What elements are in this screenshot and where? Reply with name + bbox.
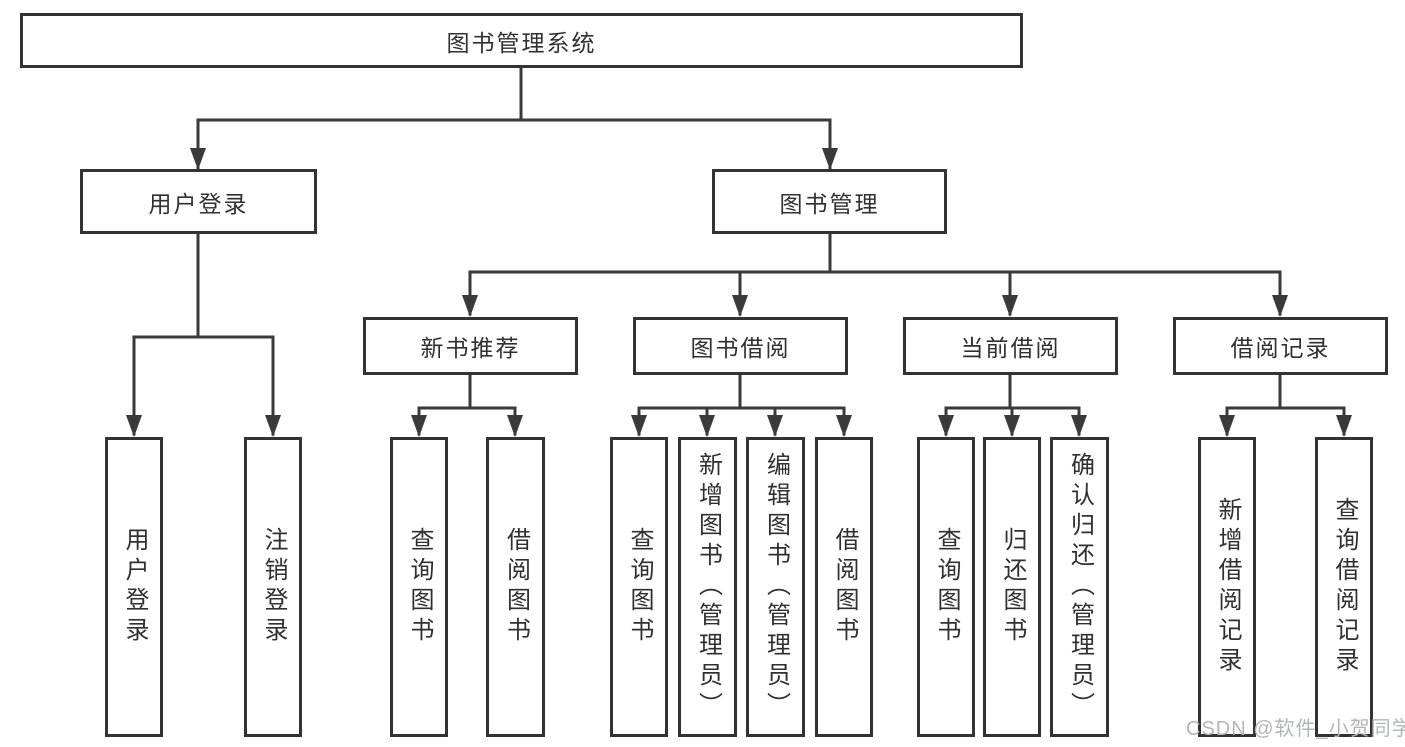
node-label: 确认归还（管理员） [1066,452,1094,722]
leaf-return-books: 归还图书 [983,437,1041,737]
leaf-borrow-books-1: 借阅图书 [486,437,545,737]
leaf-user-login: 用户登录 [105,437,163,737]
node-label: 借阅图书 [831,527,858,647]
leaf-logout: 注销登录 [244,437,302,737]
node-label: 借阅记录 [1230,335,1331,361]
node-user-login: 用户登录 [80,169,317,234]
node-borrow-records: 借阅记录 [1173,317,1388,375]
node-label: 新增图书（管理员） [694,452,722,722]
node-label: 新书推荐 [420,335,521,361]
node-label: 用户登录 [148,190,249,217]
node-label: 借阅图书 [502,527,530,647]
node-root: 图书管理系统 [20,13,1023,68]
node-label: 图书管理系统 [446,29,597,56]
node-current-borrow: 当前借阅 [903,317,1118,375]
node-label: 新增借阅记录 [1214,497,1241,677]
leaf-edit-book-admin: 编辑图书（管理员） [746,437,805,737]
node-label: 查询图书 [406,527,433,647]
node-label: 注销登录 [260,527,287,647]
node-label: 归还图书 [999,527,1026,647]
node-label: 编辑图书（管理员） [762,452,790,722]
node-book-borrow: 图书借阅 [633,317,848,375]
leaf-query-books-3: 查询图书 [917,437,975,737]
leaf-query-books-1: 查询图书 [390,437,448,737]
leaf-add-borrow-record: 新增借阅记录 [1198,437,1256,737]
node-book-management: 图书管理 [712,169,947,234]
node-label: 查询借阅记录 [1331,497,1358,677]
node-label: 图书借阅 [690,335,791,361]
node-new-book-recommend: 新书推荐 [363,317,578,375]
csdn-watermark: CSDN @软件_小贺同学 [1186,718,1405,740]
node-label: 图书管理 [779,190,880,217]
node-label: 当前借阅 [960,335,1061,361]
node-label: 查询图书 [933,527,960,647]
node-label: 查询图书 [626,527,653,647]
leaf-confirm-return-admin: 确认归还（管理员） [1050,437,1109,737]
node-label: 用户登录 [121,527,148,647]
leaf-add-book-admin: 新增图书（管理员） [678,437,737,737]
leaf-query-books-2: 查询图书 [610,437,668,737]
leaf-query-borrow-record: 查询借阅记录 [1315,437,1373,737]
leaf-borrow-books-2: 借阅图书 [815,437,873,737]
